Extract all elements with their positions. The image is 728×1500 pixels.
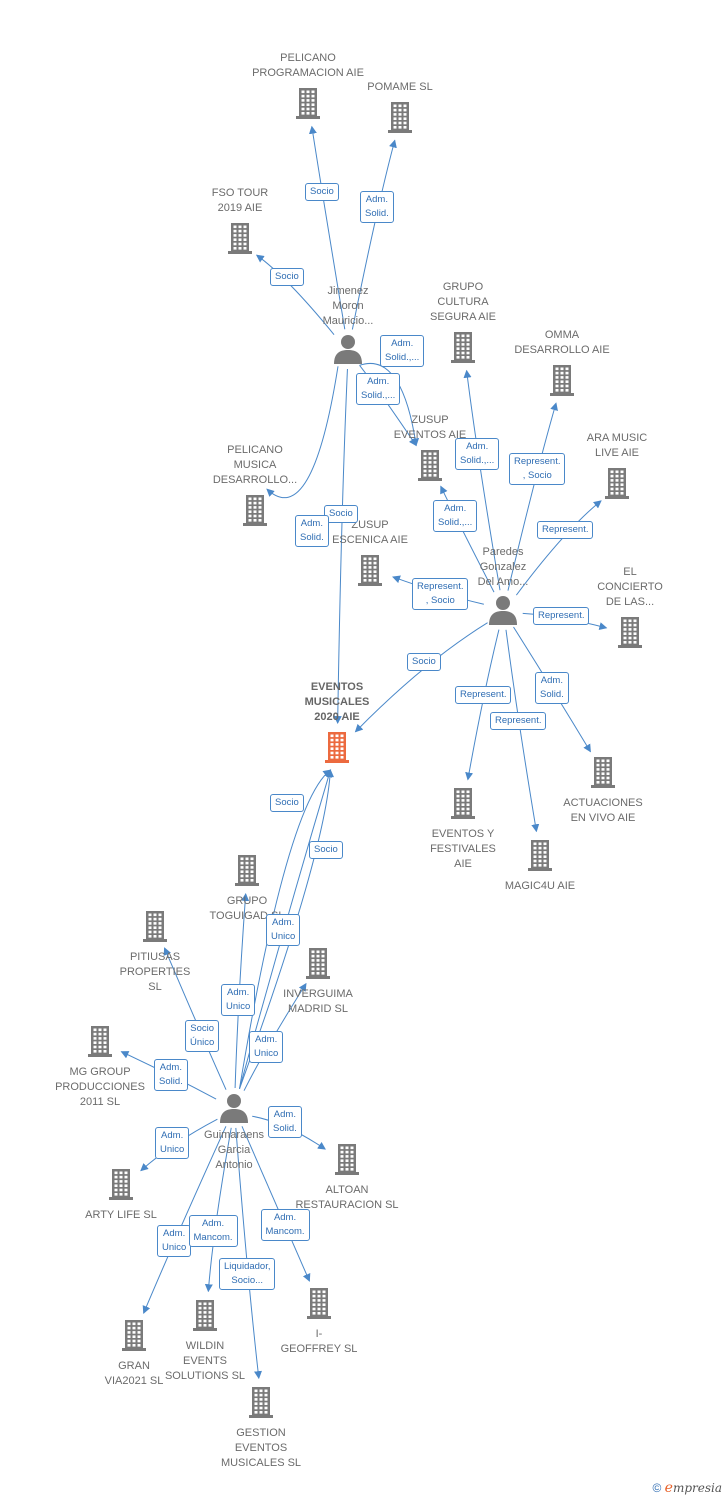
edge-label[interactable]: Adm. Solid. xyxy=(360,191,394,223)
node-label: ARA MUSIC LIVE AIE xyxy=(586,432,648,459)
node-label: Guimaraens Garcia Antonio xyxy=(204,1129,264,1171)
node-label: WILDIN EVENTS SOLUTIONS SL xyxy=(164,1340,246,1382)
edge-label[interactable]: Socio xyxy=(309,841,343,859)
edge-label[interactable]: Represent. xyxy=(455,686,512,704)
edge-label[interactable]: Adm. Mancom. xyxy=(260,1209,310,1241)
building-icon xyxy=(109,1169,133,1200)
edge-line xyxy=(239,769,335,1089)
edge-label[interactable]: Socio xyxy=(305,183,339,201)
node-label: Paredes Gonzalez Del Amo... xyxy=(477,546,529,588)
building-icon xyxy=(550,365,574,396)
node-label: PELICANO PROGRAMACION AIE xyxy=(252,52,364,79)
node-label: PITIUSAS PROPERTIES SL xyxy=(119,951,191,993)
building-icon xyxy=(618,617,642,648)
edge-label[interactable]: Socio xyxy=(407,653,441,671)
node-label: ACTUACIONES EN VIVO AIE xyxy=(563,797,643,824)
building-icon xyxy=(249,1387,273,1418)
building-icon xyxy=(388,102,412,133)
edge-label[interactable]: Socio xyxy=(324,505,358,523)
node-label: MAGIC4U AIE xyxy=(504,880,576,892)
edge-line xyxy=(333,368,348,725)
building-icon xyxy=(243,495,267,526)
copyright-symbol: © xyxy=(652,1481,662,1495)
node-label: ALTOAN RESTAURACION SL xyxy=(295,1184,399,1211)
edge-line xyxy=(238,769,332,1089)
edge-label[interactable]: Represent. xyxy=(537,521,594,539)
building-icon xyxy=(88,1026,112,1057)
edge-label[interactable]: Represent. , Socio xyxy=(412,578,469,610)
building-icon xyxy=(306,948,330,979)
building-icon xyxy=(235,855,259,886)
footer-brand[interactable]: © empresia xyxy=(652,1480,722,1496)
node-label: EVENTOS Y FESTIVALES AIE xyxy=(430,828,496,870)
edge-label[interactable]: Liquidador, Socio... xyxy=(219,1258,276,1290)
person-icon xyxy=(489,596,517,625)
edge-label[interactable]: Adm. Unico xyxy=(155,1127,190,1159)
node-label: GRAN VIA2021 SL xyxy=(104,1360,164,1387)
edge-label[interactable]: Represent. xyxy=(533,607,590,625)
node-label: GESTION EVENTOS MUSICALES SL xyxy=(220,1427,302,1469)
brand-e: e xyxy=(664,1480,673,1496)
edge-label[interactable]: Adm. Solid.,... xyxy=(455,438,500,470)
edge-label[interactable]: Represent. , Socio xyxy=(509,453,566,485)
brand-rest: mpresia xyxy=(672,1481,722,1495)
building-icon xyxy=(451,788,475,819)
edge-label[interactable]: Adm. Solid. xyxy=(268,1106,302,1138)
node-label: ARTY LIFE SL xyxy=(85,1209,157,1221)
edge-label[interactable]: Adm. Mancom. xyxy=(188,1215,238,1247)
edge-label[interactable]: Adm. Solid.,... xyxy=(356,373,401,405)
node-label: EL CONCIERTO DE LAS... xyxy=(597,566,663,608)
node-label: POMAME SL xyxy=(367,81,433,93)
node-label: FSO TOUR 2019 AIE xyxy=(211,187,269,214)
edge-label[interactable]: Represent. xyxy=(490,712,547,730)
building-icon xyxy=(335,1144,359,1175)
edge-line xyxy=(255,254,335,335)
edge-label[interactable]: Adm. Solid. xyxy=(154,1059,188,1091)
building-icon xyxy=(358,555,382,586)
node-label: PELICANO MUSICA DESARROLLO... xyxy=(212,444,298,486)
building-icon xyxy=(228,223,252,254)
building-icon xyxy=(605,468,629,499)
node-label: EVENTOS MUSICALES 2020 AIE xyxy=(304,681,370,723)
node-label: I- GEOFFREY SL xyxy=(280,1328,358,1355)
person-icon xyxy=(220,1094,248,1123)
edge-line xyxy=(505,629,540,833)
edge-label[interactable]: Adm. Solid.,... xyxy=(433,500,478,532)
edge-label[interactable]: Socio xyxy=(270,268,304,286)
edge-label[interactable]: Adm. Unico xyxy=(157,1225,192,1257)
building-icon xyxy=(122,1320,146,1351)
edge-label[interactable]: Adm. Unico xyxy=(249,1031,284,1063)
building-icon xyxy=(296,88,320,119)
building-icon xyxy=(418,450,442,481)
edge-label[interactable]: Socio Único xyxy=(185,1020,220,1052)
node-label: GRUPO CULTURA SEGURA AIE xyxy=(429,281,497,323)
edge-label[interactable]: Socio xyxy=(270,794,304,812)
building-icon xyxy=(451,332,475,363)
edge-line xyxy=(465,629,500,781)
edge-line xyxy=(308,125,346,330)
edge-label[interactable]: Adm. Solid.,... xyxy=(380,335,425,367)
edge-label[interactable]: Adm. Unico xyxy=(221,984,256,1016)
building-icon xyxy=(193,1300,217,1331)
node-label: MG GROUP PRODUCCIONES 2011 SL xyxy=(55,1066,145,1108)
node-label: OMMA DESARROLLO AIE xyxy=(514,329,610,356)
building-icon xyxy=(307,1288,331,1319)
building-icon xyxy=(325,732,349,763)
node-label: Jimenez Moron Mauricio... xyxy=(322,285,374,327)
building-icon xyxy=(528,840,552,871)
building-icon xyxy=(143,911,167,942)
edge-label[interactable]: Adm. Solid. xyxy=(535,672,569,704)
building-icon xyxy=(591,757,615,788)
edge-line xyxy=(266,366,339,499)
person-icon xyxy=(334,335,362,364)
node-label: INVERGUIMA MADRID SL xyxy=(283,988,353,1015)
edge-label[interactable]: Adm. Solid. xyxy=(295,515,329,547)
node-label: ZUSUP ESCENICA AIE xyxy=(332,519,408,546)
edge-label[interactable]: Adm. Unico xyxy=(266,914,301,946)
